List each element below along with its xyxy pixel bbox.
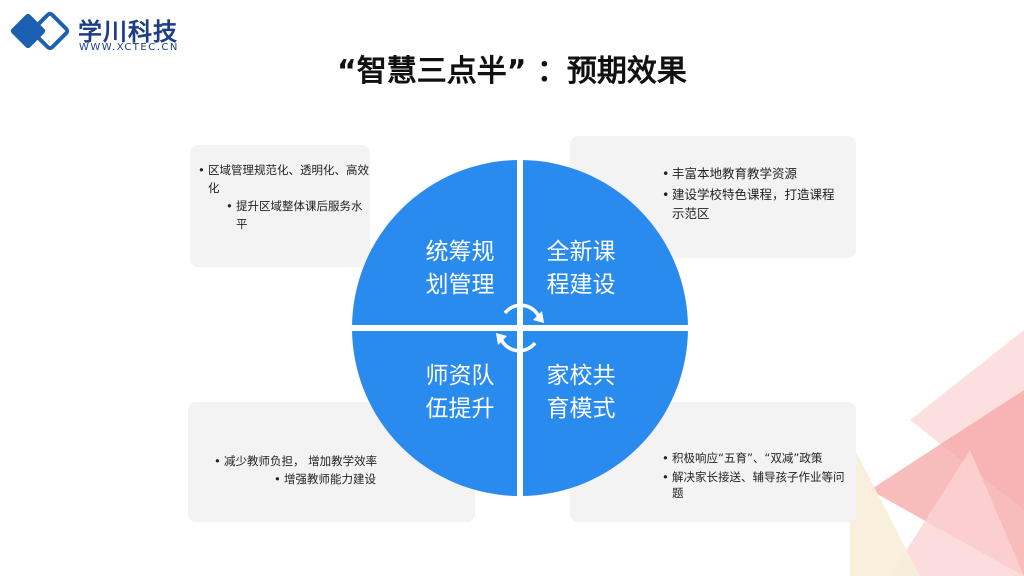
bullet-item: 减少教师负担， 增加教学效率 [214,452,377,470]
page-title: “智慧三点半” ：预期效果 [337,54,687,89]
bullet-item: 提升区域整体课后服务水平 [226,197,370,233]
bullet-item: 积极响应“五育”、“双减”政策 [662,450,847,466]
bullet-item: 丰富本地教育教学资源 [662,164,842,183]
xc-logo-icon [10,11,70,51]
quadrant-label-line2: 伍提升 [425,396,495,422]
quadrant-label-line2: 育模式 [546,396,616,422]
decorative-triangles [850,330,1024,576]
quadrant-new-curriculum: 全新课 程建设 [531,236,631,302]
company-logo: 学川科技 WWW.XCTEC.CN [8,8,198,53]
bullet-item: 解决家长接送、辅导孩子作业等问题 [662,469,847,501]
quadrant-label-line1: 师资队 [425,363,495,389]
quadrant-planning-management: 统筹规 划管理 [410,236,510,302]
logo-name: 学川科技 [78,18,178,46]
quadrant-circle [345,153,695,503]
quadrant-label-line1: 统筹规 [425,239,495,265]
bullet-item: 增强教师能力建设 [274,470,377,488]
horizontal-divider [345,325,695,331]
quadrant-teacher-team: 师资队 伍提升 [410,360,510,426]
bullet-item: 建设学校特色课程，打造课程示范区 [662,185,842,223]
logo-url: WWW.XCTEC.CN [79,42,179,53]
cycle-arrows-icon [496,303,544,353]
quadrant-label-line1: 家校共 [546,363,616,389]
quadrant-label-line2: 程建设 [546,272,616,298]
text-box-top-left: 区域管理规范化、透明化、高效化 提升区域整体课后服务水平 [190,145,370,267]
quadrant-label-line1: 全新课 [546,239,616,265]
bullet-item: 区域管理规范化、透明化、高效化 [198,161,370,197]
quadrant-label-line2: 划管理 [425,272,495,298]
quadrant-home-school: 家校共 育模式 [531,360,631,426]
